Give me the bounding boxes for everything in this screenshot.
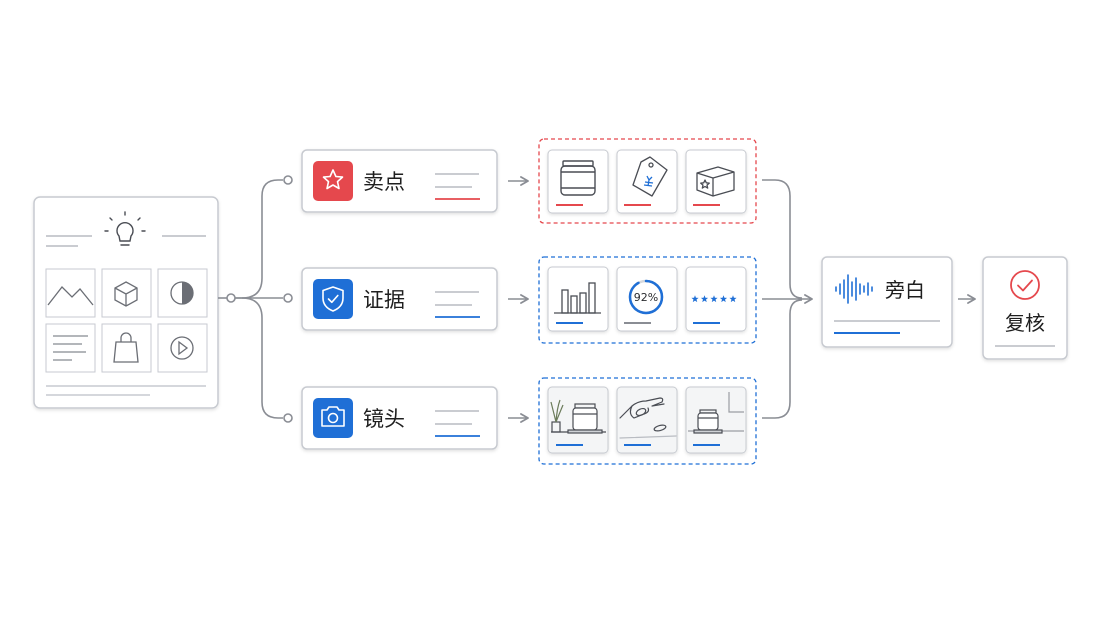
selling-points-thumbs — [538, 138, 757, 224]
jar-icon — [560, 160, 596, 196]
evidence-thumbs: 92% — [538, 256, 757, 344]
node-label-shots: 镜头 — [363, 407, 405, 431]
plant-jar-scene — [550, 399, 606, 434]
jar-shelf-scene — [688, 392, 744, 434]
camera-icon — [321, 406, 345, 427]
play-icon — [170, 336, 194, 360]
shots-thumbs — [538, 377, 757, 465]
rating-star — [729, 295, 737, 303]
rating-star — [710, 295, 718, 303]
arrows-to-thumbs — [508, 176, 529, 423]
split-connector — [218, 175, 293, 423]
node-label-review: 复核 — [1005, 311, 1045, 335]
mountain-image-icon — [47, 286, 94, 306]
source-page-card — [33, 196, 219, 409]
donut-progress-icon: 92% — [628, 279, 664, 315]
lightbulb-icon — [104, 211, 146, 246]
rating-stars — [691, 295, 737, 303]
hand-capsule-scene — [619, 397, 677, 439]
node-review[interactable]: 复核 — [982, 256, 1068, 360]
waveform-icon — [835, 274, 873, 304]
node-selling-points[interactable]: 卖点 — [301, 149, 498, 213]
node-label-selling-points: 卖点 — [363, 170, 405, 194]
rating-star — [691, 295, 699, 303]
price-tag-icon — [632, 156, 668, 197]
contrast-icon — [170, 281, 194, 305]
rating-star — [700, 295, 709, 303]
star-icon — [322, 169, 344, 190]
node-label-narration: 旁白 — [885, 278, 925, 302]
rating-star — [719, 295, 728, 303]
node-shots[interactable]: 镜头 — [301, 386, 498, 450]
donut-value: 92% — [634, 291, 658, 304]
check-circle-icon — [1010, 270, 1040, 300]
text-lines-icon — [53, 335, 88, 361]
box-star-icon — [696, 166, 735, 197]
node-label-evidence: 证据 — [363, 288, 405, 312]
node-narration[interactable]: 旁白 — [821, 256, 953, 348]
bar-chart-icon — [554, 282, 601, 314]
node-evidence[interactable]: 证据 — [301, 267, 498, 331]
merge-connector — [762, 179, 813, 419]
shield-check-icon — [322, 286, 344, 312]
cube-icon — [114, 281, 138, 307]
shopping-bag-icon — [113, 332, 139, 363]
